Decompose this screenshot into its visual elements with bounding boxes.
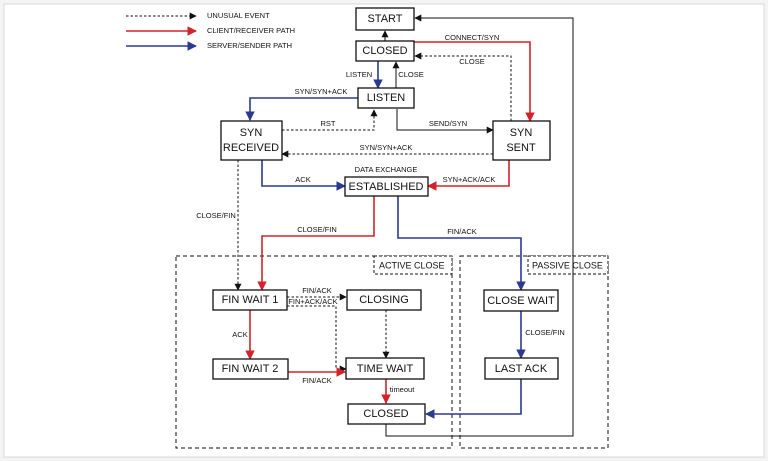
state-fin-wait-1-label: FIN WAIT 1 [222, 294, 279, 306]
legend-label-client: CLIENT/RECEIVER PATH [207, 26, 295, 35]
label-fin-ack-center: FIN/ACK [447, 227, 477, 236]
state-closed-final: CLOSED [347, 403, 426, 425]
state-start: START [355, 7, 415, 31]
state-fin-wait-2: FIN WAIT 2 [212, 358, 289, 380]
state-fin-wait-2-label: FIN WAIT 2 [222, 363, 279, 375]
label-close-top: CLOSE [459, 57, 484, 66]
label-data-exchange: DATA EXCHANGE [355, 165, 418, 174]
edge-established-closewait [397, 196, 526, 291]
label-close-listen: CLOSE [398, 70, 423, 79]
state-close-wait-label: CLOSE WAIT [487, 295, 555, 307]
state-closing: CLOSING [346, 289, 422, 311]
active-close-region [175, 255, 453, 449]
state-established-label: ESTABLISHED [349, 181, 424, 193]
edge-listen-synreceived [245, 97, 358, 121]
state-syn-received-line2: RECEIVED [223, 142, 279, 154]
state-closed: CLOSED [355, 40, 415, 62]
state-syn-received: SYN RECEIVED [220, 120, 283, 161]
label-send-syn: SEND/SYN [429, 119, 467, 128]
label-close-fin-left: CLOSE/FIN [196, 211, 236, 220]
passive-close-tag [527, 255, 609, 275]
legend-label-unusual: UNUSUAL EVENT [207, 11, 270, 20]
label-syn-synack: SYN/SYN+ACK [295, 87, 348, 96]
active-close-tag [373, 255, 453, 275]
state-last-ack: LAST ACK [484, 357, 559, 380]
state-last-ack-label: LAST ACK [495, 363, 548, 375]
label-timeout: timeout [390, 385, 416, 394]
label-fin-ack-tw: FIN/ACK [302, 376, 332, 385]
state-listen: LISTEN [357, 87, 415, 109]
label-syn-synack-sent: SYN/SYN+ACK [360, 143, 413, 152]
state-start-label: START [367, 13, 402, 25]
label-close-fin-passive: CLOSE/FIN [525, 328, 565, 337]
edge-closed-synsent [414, 41, 535, 122]
state-syn-sent: SYN SENT [492, 120, 551, 161]
state-closed-final-label: CLOSED [363, 408, 408, 420]
state-closed-label: CLOSED [362, 45, 407, 57]
state-time-wait-label: TIME WAIT [357, 363, 414, 375]
label-ack-fw: ACK [232, 330, 247, 339]
state-syn-sent-line2: SENT [506, 142, 536, 154]
label-rst: RST [321, 119, 336, 128]
edge-lastack-closed [425, 379, 522, 419]
edge-synreceived-established [261, 160, 346, 191]
state-established: ESTABLISHED [344, 176, 429, 197]
state-closing-label: CLOSING [359, 294, 409, 306]
active-close-label: ACTIVE CLOSE [379, 260, 445, 270]
edge-synsent-established [427, 160, 510, 191]
label-ack: ACK [295, 175, 310, 184]
legend-label-server: SERVER/SENDER PATH [207, 41, 292, 50]
state-time-wait: TIME WAIT [345, 357, 425, 380]
passive-close-label: PASSIVE CLOSE [532, 260, 603, 270]
state-syn-sent-line1: SYN [510, 127, 533, 139]
state-fin-wait-1: FIN WAIT 1 [212, 289, 288, 311]
edge-listen-synsent [396, 109, 494, 134]
state-syn-received-line1: SYN [240, 127, 263, 139]
diagram-frame [3, 3, 765, 458]
edge-synsent-closed [414, 52, 512, 121]
edge-closed-start-return [385, 14, 574, 437]
label-fin-ack-closing: FIN/ACK [302, 286, 332, 295]
label-finack-ack: FIN+ACK/ACK [288, 297, 337, 306]
state-close-wait: CLOSE WAIT [483, 289, 559, 312]
label-close-fin-center: CLOSE/FIN [297, 225, 337, 234]
label-connect-syn: CONNECT/SYN [445, 33, 500, 42]
state-listen-label: LISTEN [367, 92, 406, 104]
legend: UNUSUAL EVENT CLIENT/RECEIVER PATH SERVE… [126, 11, 295, 51]
edge-established-finwait1 [257, 196, 375, 291]
edge-synreceived-listen [282, 109, 378, 131]
label-synack-ack: SYN+ACK/ACK [443, 175, 496, 184]
label-listen: LISTEN [346, 70, 372, 79]
